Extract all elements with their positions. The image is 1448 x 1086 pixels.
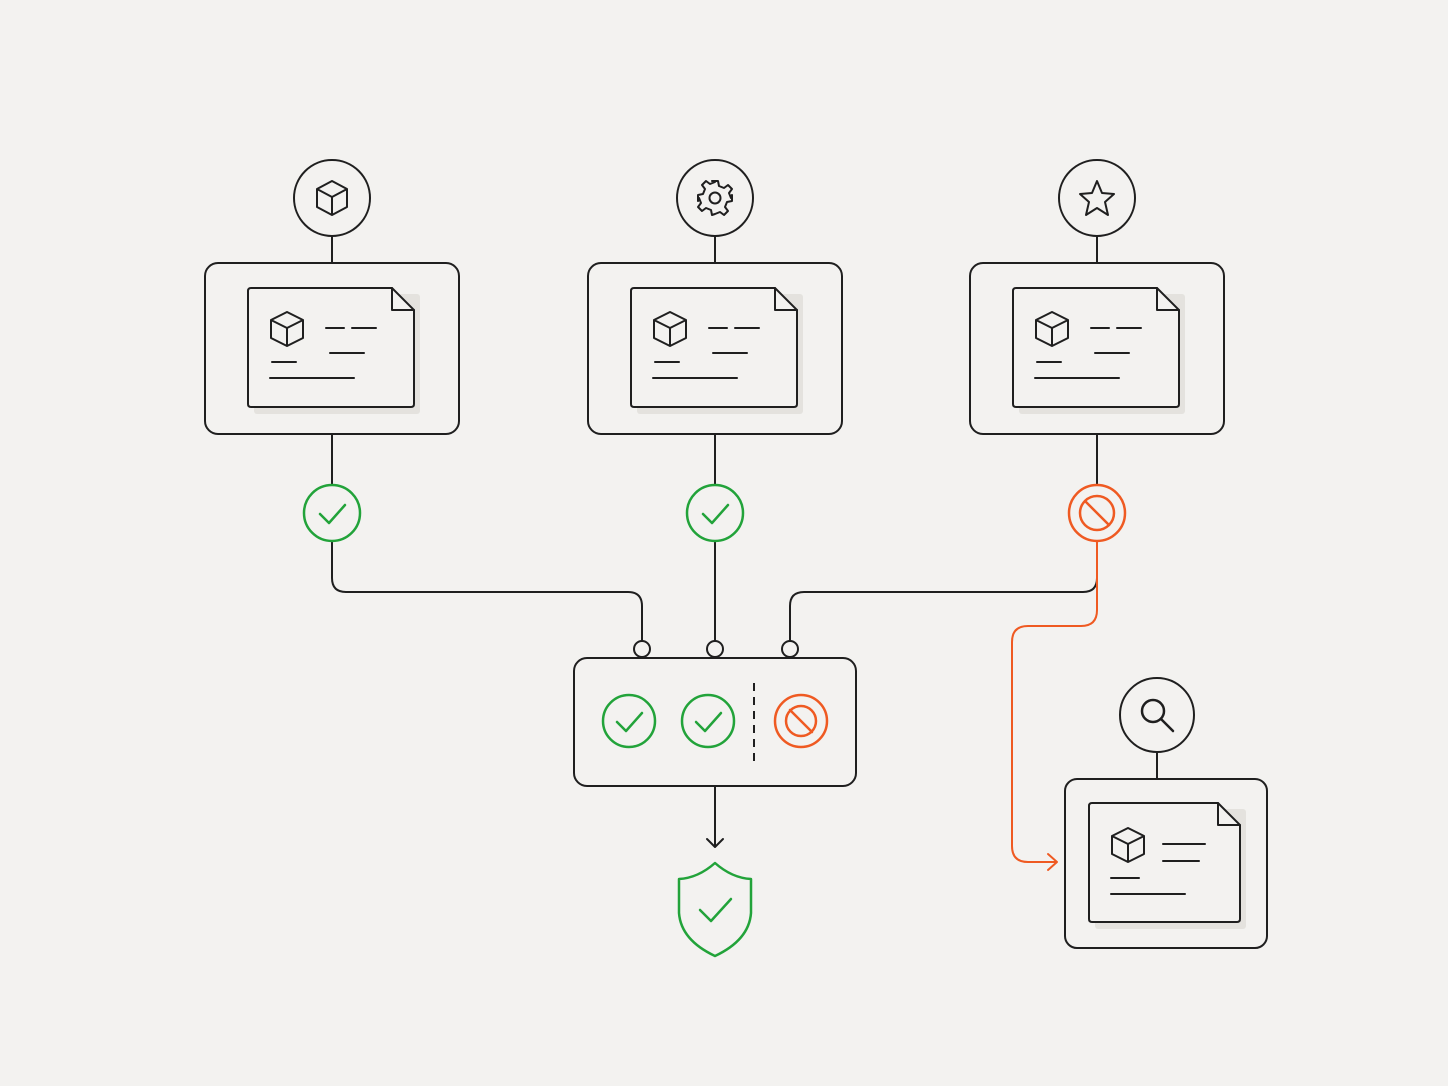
status-badge-3 — [1067, 483, 1127, 543]
document-text-lines — [269, 327, 377, 379]
cube-icon — [270, 311, 304, 347]
document-text-lines — [1110, 843, 1206, 895]
gear-icon — [697, 180, 733, 216]
document-fold — [391, 287, 415, 311]
check-circle-icon — [680, 693, 736, 749]
cube-icon — [316, 180, 348, 216]
source-node-3 — [969, 159, 1225, 543]
shield-check-icon — [677, 861, 753, 958]
aggregator-port-3 — [781, 640, 799, 658]
search-icon — [1140, 698, 1175, 733]
cube-icon — [1111, 827, 1145, 863]
document-2 — [630, 287, 803, 414]
aggregator-port-1 — [633, 640, 651, 658]
connector-status1-aggregator — [331, 541, 643, 642]
aggregator-result-3 — [773, 693, 829, 749]
document-text-lines — [652, 327, 760, 379]
review-document — [1088, 802, 1246, 929]
document-3 — [1012, 287, 1185, 414]
document-sheet — [247, 287, 415, 408]
star-icon — [1079, 180, 1115, 216]
aggregator-result-2 — [680, 693, 736, 749]
review-node — [1064, 677, 1268, 949]
aggregator-result-1 — [601, 693, 657, 749]
document-sheet — [1088, 802, 1241, 923]
arrowhead-outcome — [706, 838, 724, 848]
arrowhead-review — [1047, 853, 1058, 871]
document-sheet — [1012, 287, 1180, 408]
connector-rejected-review — [1011, 541, 1098, 863]
cube-icon — [653, 311, 687, 347]
document-fold — [774, 287, 798, 311]
document-sheet — [630, 287, 798, 408]
source-icon-circle-2 — [676, 159, 754, 237]
review-icon-circle — [1119, 677, 1195, 753]
check-circle-icon — [601, 693, 657, 749]
document-fold — [1156, 287, 1180, 311]
connectors — [331, 236, 1158, 871]
source-node-1 — [204, 159, 460, 543]
aggregator-port-2 — [706, 640, 724, 658]
check-circle-icon — [685, 483, 745, 543]
check-circle-icon — [302, 483, 362, 543]
blocked-icon — [773, 693, 829, 749]
source-icon-circle-3 — [1058, 159, 1136, 237]
document-fold — [1217, 802, 1241, 826]
aggregator-node — [573, 640, 857, 787]
status-badge-1 — [302, 483, 362, 543]
source-node-2 — [587, 159, 843, 543]
document-1 — [247, 287, 420, 414]
cube-icon — [1035, 311, 1069, 347]
status-badge-2 — [685, 483, 745, 543]
outcome-node — [677, 861, 753, 958]
document-text-lines — [1034, 327, 1142, 379]
